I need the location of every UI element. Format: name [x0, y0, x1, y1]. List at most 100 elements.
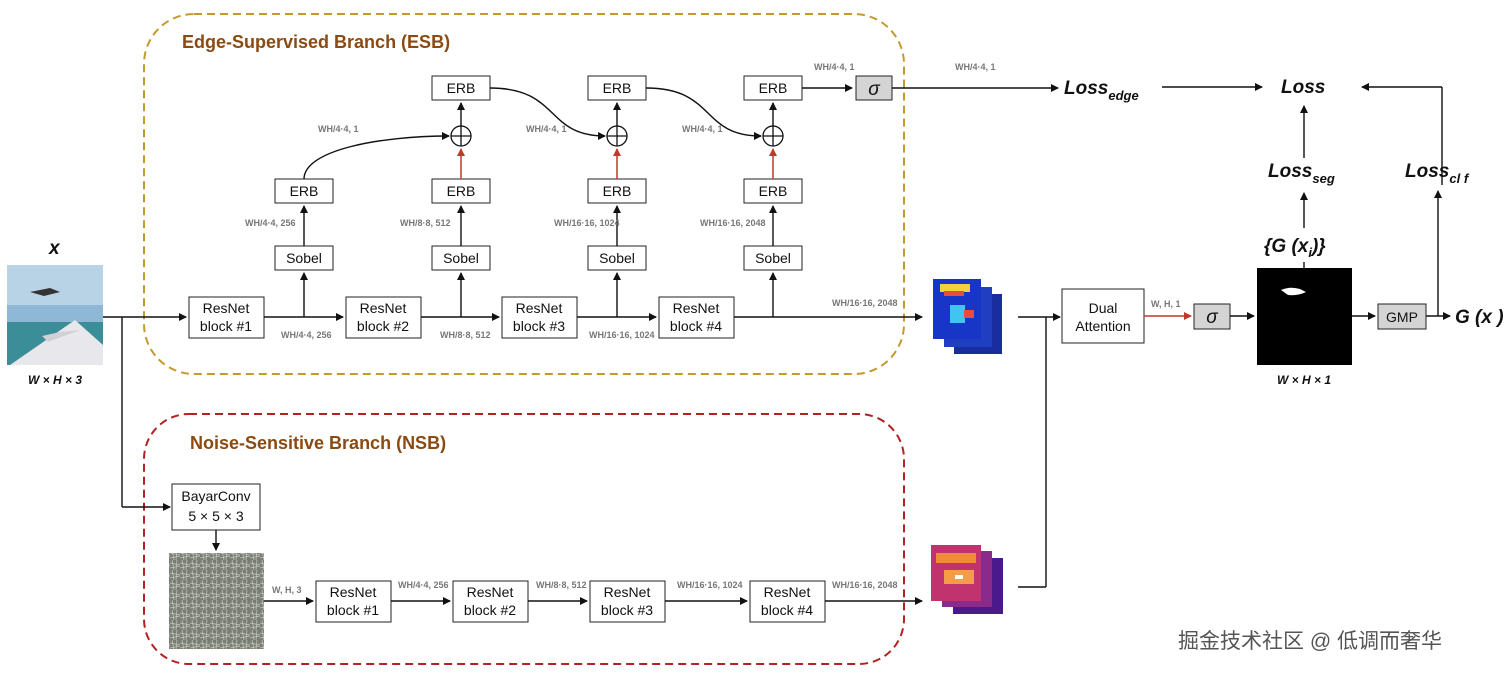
sobel-1: Sobel	[274, 245, 334, 271]
svg-text:σ: σ	[1206, 307, 1219, 328]
erb-upper-2: ERB	[587, 75, 647, 101]
erb-upper-3: ERB	[743, 75, 803, 101]
svg-text:GMP: GMP	[1386, 309, 1418, 325]
dim-skip-2: WH/4·4, 1	[526, 124, 567, 134]
loss-seg: Lossseg	[1268, 161, 1335, 186]
svg-text:Attention: Attention	[1075, 318, 1130, 334]
svg-text:5 × 5 × 3: 5 × 5 × 3	[188, 508, 243, 524]
svg-text:block #3: block #3	[601, 602, 653, 618]
erb-lower-1: ERB	[274, 178, 334, 204]
svg-text:ERB: ERB	[447, 80, 476, 96]
noise-map	[169, 553, 264, 649]
svg-text:block #4: block #4	[761, 602, 813, 618]
nsb-title: Noise-Sensitive Branch (NSB)	[190, 433, 446, 453]
svg-text:block #1: block #1	[200, 318, 252, 334]
dim-skip-3: WH/4·4, 1	[682, 124, 723, 134]
svg-text:ERB: ERB	[603, 80, 632, 96]
svg-text:ResNet: ResNet	[516, 300, 563, 316]
loss-total: Loss	[1281, 77, 1325, 98]
svg-text:block #1: block #1	[327, 602, 379, 618]
loss-edge: Lossedge	[1064, 78, 1139, 103]
svg-text:ResNet: ResNet	[203, 300, 250, 316]
dim-esb-1: WH/4·4, 256	[281, 330, 332, 340]
svg-text:BayarConv: BayarConv	[181, 488, 250, 504]
erb-upper-1: ERB	[431, 75, 491, 101]
input-shape: W × H × 3	[28, 373, 82, 387]
svg-text:{G (xi)}: {G (xi)}	[1264, 236, 1326, 260]
sobel-3: Sobel	[587, 245, 647, 271]
svg-text:ERB: ERB	[447, 183, 476, 199]
esb-feature-maps	[933, 279, 1002, 354]
svg-text:block #2: block #2	[357, 318, 409, 334]
dim-noise: W, H, 3	[272, 585, 302, 595]
svg-text:ERB: ERB	[759, 183, 788, 199]
svg-text:Losscl f: Losscl f	[1405, 161, 1470, 186]
dim-sobel-4: WH/16·16, 2048	[700, 218, 766, 228]
svg-text:Sobel: Sobel	[755, 250, 791, 266]
svg-text:ERB: ERB	[290, 183, 319, 199]
svg-text:Sobel: Sobel	[443, 250, 479, 266]
svg-text:Sobel: Sobel	[286, 250, 322, 266]
svg-text:Dual: Dual	[1089, 300, 1118, 316]
dim-skip-1: WH/4·4, 1	[318, 124, 359, 134]
loss-clf: Losscl f	[1405, 161, 1470, 186]
esb-region	[143, 13, 905, 375]
dim-sobel-1: WH/4·4, 256	[245, 218, 296, 228]
svg-text:ResNet: ResNet	[673, 300, 720, 316]
svg-text:ResNet: ResNet	[360, 300, 407, 316]
nsb-resnet-block-1: ResNet block #1	[315, 580, 392, 623]
predicted-mask	[1257, 268, 1352, 365]
nsb-region	[143, 413, 905, 665]
dim-sobel-2: WH/8·8, 512	[400, 218, 451, 228]
svg-text:ResNet: ResNet	[764, 584, 811, 600]
sigma-edge: σ	[855, 75, 893, 101]
esb-resnet-block-1: ResNet block #1	[188, 296, 265, 339]
svg-text:σ: σ	[868, 79, 881, 100]
svg-text:Lossseg: Lossseg	[1268, 161, 1335, 186]
svg-text:Lossedge: Lossedge	[1064, 78, 1139, 103]
nsb-resnet-block-3: ResNet block #3	[589, 580, 666, 623]
svg-text:block #3: block #3	[513, 318, 565, 334]
esb-resnet-block-3: ResNet block #3	[501, 296, 578, 339]
svg-text:ERB: ERB	[603, 183, 632, 199]
dim-sobel-3: WH/16·16, 1024	[554, 218, 620, 228]
dim-nsb-1: WH/4·4, 256	[398, 580, 449, 590]
dim-nsb-4: WH/16·16, 2048	[832, 580, 898, 590]
dim-dual-out: W, H, 1	[1151, 299, 1181, 309]
dual-attention: Dual Attention	[1061, 288, 1145, 344]
bayarconv: BayarConv 5 × 5 × 3	[171, 483, 261, 531]
esb-resnet-block-4: ResNet block #4	[658, 296, 735, 339]
sobel-2: Sobel	[431, 245, 491, 271]
sum-node-3	[762, 125, 784, 147]
erb-lower-3: ERB	[587, 178, 647, 204]
dim-sigma-out: WH/4·4, 1	[955, 62, 996, 72]
sobel-4: Sobel	[743, 245, 803, 271]
dim-esb-2: WH/8·8, 512	[440, 330, 491, 340]
dim-nsb-2: WH/8·8, 512	[536, 580, 587, 590]
svg-text:ERB: ERB	[759, 80, 788, 96]
watermark: 掘金技术社区 @ 低调而奢华	[1178, 630, 1442, 653]
svg-text:ResNet: ResNet	[604, 584, 651, 600]
dim-esb-3: WH/16·16, 1024	[589, 330, 655, 340]
esb-title: Edge-Supervised Branch (ESB)	[182, 32, 450, 52]
svg-text:Sobel: Sobel	[599, 250, 635, 266]
image-pred: G (x )	[1455, 307, 1504, 328]
gmp-block: GMP	[1377, 303, 1427, 330]
dim-esb-4: WH/16·16, 2048	[832, 298, 898, 308]
svg-text:ResNet: ResNet	[330, 584, 377, 600]
sum-node-1	[450, 125, 472, 147]
erb-lower-4: ERB	[743, 178, 803, 204]
dim-nsb-3: WH/16·16, 1024	[677, 580, 743, 590]
svg-text:ResNet: ResNet	[467, 584, 514, 600]
erb-lower-2: ERB	[431, 178, 491, 204]
dim-erb-out: WH/4·4, 1	[814, 62, 855, 72]
nsb-resnet-block-2: ResNet block #2	[452, 580, 529, 623]
nsb-resnet-block-4: ResNet block #4	[749, 580, 826, 623]
nsb-feature-maps	[931, 545, 1003, 614]
esb-resnet-block-2: ResNet block #2	[345, 296, 422, 339]
svg-text:block #2: block #2	[464, 602, 516, 618]
input-symbol: x	[48, 238, 61, 259]
sum-node-2	[606, 125, 628, 147]
input-image	[7, 265, 103, 365]
